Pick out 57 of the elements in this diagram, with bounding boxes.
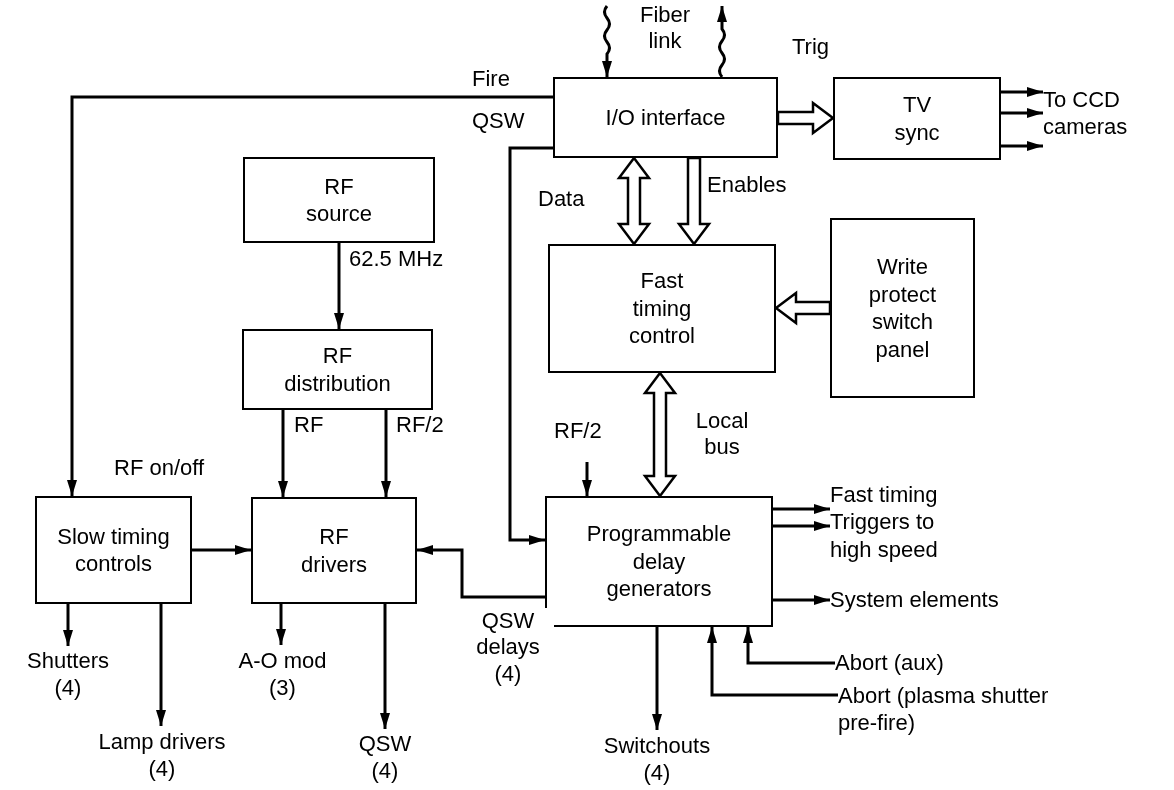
signal-label: Fast timing Triggers to high speed: [830, 478, 960, 566]
signal-label: Abort (aux): [835, 648, 1015, 678]
box-label: Programmable delay generators: [585, 520, 733, 603]
box-label: RF distribution: [283, 342, 392, 397]
process-box: [833, 77, 1001, 160]
bus-arrow: [776, 100, 836, 136]
box-label: Slow timing controls: [56, 522, 171, 578]
arrow: [773, 504, 830, 514]
arrow: [773, 595, 830, 605]
signal-label: Abort (plasma shutter pre-fire): [838, 680, 1093, 738]
process-box: [548, 244, 776, 373]
box-label: Fast timing control: [627, 267, 696, 350]
arrow: [63, 604, 73, 646]
signal-label: Switchouts (4): [595, 730, 719, 788]
arrow: [582, 462, 592, 496]
signal-label: QSW (4): [352, 729, 418, 785]
arrow: [1001, 108, 1043, 118]
signal-label: Lamp drivers (4): [92, 726, 232, 784]
arrow: [334, 243, 344, 329]
box-label: I/O interface: [605, 103, 726, 132]
bus-arrow: [616, 155, 652, 247]
bus-arrow: [676, 156, 712, 247]
arrow: [1001, 141, 1043, 151]
arrow: [508, 146, 553, 545]
arrow: [1001, 87, 1043, 97]
arrow: [417, 545, 545, 599]
fiber-arrow: [717, 6, 727, 78]
arrow: [276, 604, 286, 645]
signal-label: Shutters (4): [18, 646, 118, 702]
box-label: TV sync: [893, 91, 941, 146]
arrow: [773, 521, 830, 531]
bus-arrow: [642, 370, 678, 499]
process-box: [553, 77, 778, 158]
box-label: Write protect switch panel: [867, 253, 938, 363]
box-label: RF source: [304, 172, 373, 228]
arrow: [743, 627, 835, 665]
arrow: [192, 545, 251, 555]
process-box: [243, 157, 435, 243]
process-box: [35, 496, 192, 604]
arrow: [156, 604, 166, 726]
box-label: RF drivers: [300, 523, 368, 578]
arrow: [707, 627, 838, 697]
arrow: [381, 410, 391, 497]
arrow: [67, 95, 553, 496]
signal-label: System elements: [830, 586, 1040, 614]
process-box: [830, 218, 975, 398]
signal-label: To CCD cameras: [1043, 78, 1171, 148]
signal-label: A-O mod (3): [235, 645, 330, 703]
arrow: [278, 410, 288, 497]
arrow: [380, 604, 390, 729]
bus-arrow: [773, 290, 832, 326]
arrow: [652, 627, 662, 730]
fiber-arrow: [602, 5, 612, 77]
process-box: [242, 329, 433, 410]
process-box: [251, 497, 417, 604]
process-box: [545, 496, 773, 627]
node-caption: Fiber link: [638, 2, 692, 55]
